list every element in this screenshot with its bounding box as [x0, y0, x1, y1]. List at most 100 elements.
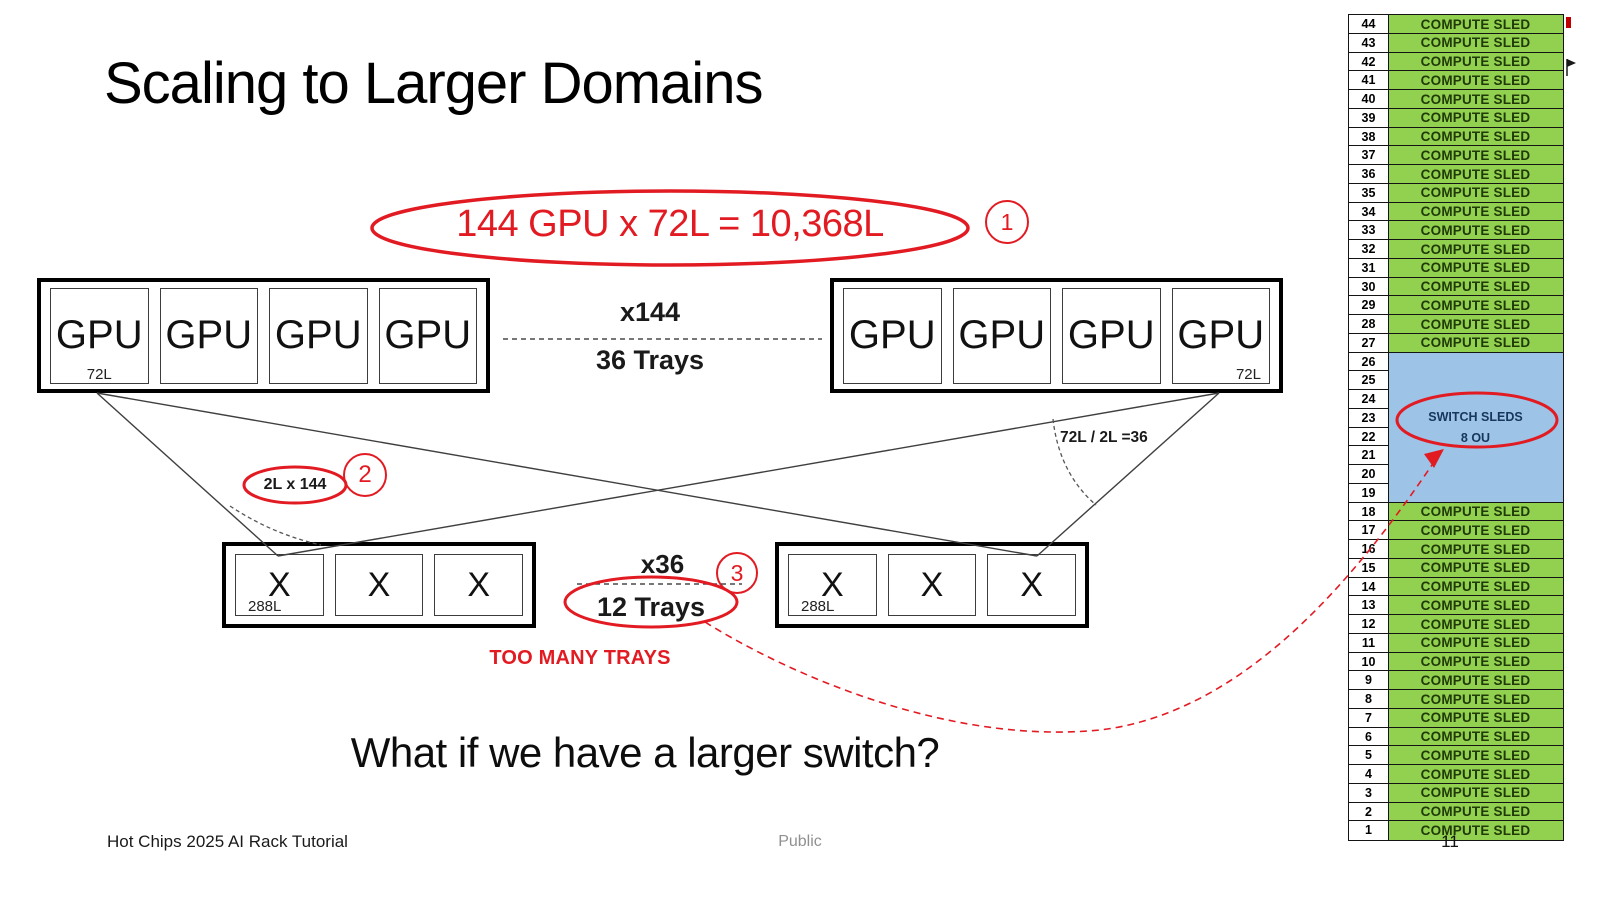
cable-label: 2L x 144 — [263, 476, 327, 493]
rack-unit-number: 33 — [1348, 220, 1389, 241]
compute-sled-slot: COMPUTE SLED — [1387, 70, 1564, 91]
rack-unit-number: 37 — [1348, 145, 1389, 166]
compute-sled-slot: COMPUTE SLED — [1387, 651, 1564, 672]
page-number: 11 — [1441, 832, 1459, 851]
slide-title: Scaling to Larger Domains — [104, 51, 763, 116]
compute-sled-slot: COMPUTE SLED — [1387, 557, 1564, 578]
gpu-count-label: x144 — [619, 297, 681, 327]
switch-capacity-label: 288L — [801, 598, 835, 615]
rack-unit-number: 1 — [1348, 820, 1389, 841]
link-leftgpu-leftswitch — [96, 392, 279, 557]
compute-sled-slot: COMPUTE SLED — [1387, 32, 1564, 53]
switch-trays-label: 12 Trays — [596, 592, 706, 622]
rack-unit-number: 5 — [1348, 745, 1389, 766]
compute-sled-slot: COMPUTE SLED — [1387, 107, 1564, 128]
compute-sled-slot: COMPUTE SLED — [1387, 539, 1564, 560]
rack-unit-number: 6 — [1348, 726, 1389, 747]
compute-sled-slot: COMPUTE SLED — [1387, 764, 1564, 785]
rack-unit-number: 15 — [1348, 557, 1389, 578]
rack-unit-number: 18 — [1348, 501, 1389, 522]
switch-sleds-size-label: 8 OU — [1460, 430, 1491, 445]
rack-unit-number: 24 — [1348, 389, 1389, 410]
compute-sled-slot: COMPUTE SLED — [1387, 689, 1564, 710]
rack-unit-number: 41 — [1348, 70, 1389, 91]
callout-badge-1: 1 — [985, 200, 1029, 244]
rack-unit-number: 14 — [1348, 576, 1389, 597]
gpu-capacity-label: 72L — [1235, 365, 1261, 383]
gpu-cell: GPU — [1062, 287, 1161, 384]
callout-badge-3: 3 — [716, 552, 758, 594]
link-rightgpu-leftswitch — [277, 392, 1220, 557]
compute-sled-slot: COMPUTE SLED — [1387, 239, 1564, 260]
compute-sled-slot: COMPUTE SLED — [1387, 295, 1564, 316]
compute-sled-slot: COMPUTE SLED — [1387, 726, 1564, 747]
rack-unit-number: 23 — [1348, 407, 1389, 428]
switch-sleds-slot: SWITCH SLEDS 8 OU — [1387, 351, 1564, 503]
rack-unit-number: 10 — [1348, 651, 1389, 672]
compute-sled-slot: COMPUTE SLED — [1387, 707, 1564, 728]
compute-sled-slot: COMPUTE SLED — [1387, 782, 1564, 803]
rack-unit-number: 34 — [1348, 201, 1389, 222]
compute-sled-slot: COMPUTE SLED — [1387, 820, 1564, 841]
compute-sled-slot: COMPUTE SLED — [1387, 220, 1564, 241]
switch-sleds-label: SWITCH SLEDS — [1428, 409, 1523, 424]
flag-marker — [1567, 59, 1576, 67]
gpu-cell: GPU — [159, 287, 258, 384]
switch-cell: X — [334, 554, 424, 616]
rack-unit-number: 9 — [1348, 670, 1389, 691]
rack-unit-number: 35 — [1348, 182, 1389, 203]
rack-unit-number: 28 — [1348, 314, 1389, 335]
compute-sled-slot: COMPUTE SLED — [1387, 801, 1564, 822]
footer-classification: Public — [778, 833, 822, 850]
rack-unit-number: 40 — [1348, 89, 1389, 110]
gpu-trays-label: 36 Trays — [595, 345, 705, 375]
compute-sled-slot: COMPUTE SLED — [1387, 201, 1564, 222]
link-leftgpu-rightswitch — [96, 392, 1038, 557]
rack-unit-number: 44 — [1348, 14, 1389, 35]
compute-sled-slot: COMPUTE SLED — [1387, 632, 1564, 653]
compute-sled-slot: COMPUTE SLED — [1387, 670, 1564, 691]
callout-badge-2: 2 — [343, 453, 387, 497]
switch-cell: X — [434, 554, 524, 616]
warning-text: TOO MANY TRAYS — [489, 647, 671, 669]
rack-unit-number: 13 — [1348, 595, 1389, 616]
rack-unit-number: 42 — [1348, 51, 1389, 72]
link-rightgpu-rightswitch — [1036, 392, 1220, 557]
question-text: What if we have a larger switch? — [350, 729, 940, 776]
gpu-capacity-label: 72L — [86, 365, 112, 383]
rack-unit-number: 29 — [1348, 295, 1389, 316]
angle-arc-left — [229, 505, 322, 546]
compute-sled-slot: COMPUTE SLED — [1387, 520, 1564, 541]
switch-cell: X — [887, 554, 977, 616]
compute-sled-slot: COMPUTE SLED — [1387, 501, 1564, 522]
rack-unit-number: 3 — [1348, 782, 1389, 803]
rack-unit-number: 20 — [1348, 464, 1389, 485]
gpu-cell: GPU — [378, 287, 477, 384]
switch-cell: X — [987, 554, 1077, 616]
rack-unit-number: 25 — [1348, 370, 1389, 391]
compute-sled-slot: COMPUTE SLED — [1387, 276, 1564, 297]
rack-unit-number: 8 — [1348, 689, 1389, 710]
compute-sled-slot: COMPUTE SLED — [1387, 576, 1564, 597]
gpu-cell: GPU — [269, 287, 368, 384]
rack-unit-number: 43 — [1348, 32, 1389, 53]
rack-unit-number: 27 — [1348, 332, 1389, 353]
rack-unit-number: 17 — [1348, 520, 1389, 541]
rack-unit-number: 39 — [1348, 107, 1389, 128]
formula-text: 144 GPU x 72L = 10,368L — [456, 203, 884, 245]
compute-sled-slot: COMPUTE SLED — [1387, 126, 1564, 147]
compute-sled-slot: COMPUTE SLED — [1387, 51, 1564, 72]
compute-sled-slot: COMPUTE SLED — [1387, 614, 1564, 635]
rack-unit-number: 26 — [1348, 351, 1389, 372]
